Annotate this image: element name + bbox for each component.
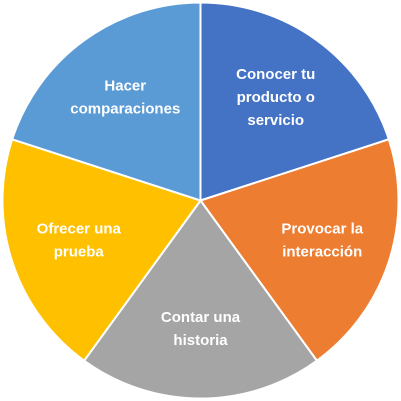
pie-slice-label-3: Ofrecer una prueba — [37, 221, 122, 261]
pie-slice-label-0: Conocer tu producto o servicio — [236, 66, 315, 129]
pie-slice-label-line: comparaciones — [70, 100, 180, 117]
pie-slice-label-2: Contar una historia — [161, 309, 241, 349]
pie-slice-2 — [82, 198, 319, 400]
pie-slice-label-4: Hacer comparaciones — [70, 77, 180, 117]
pie-slice-label-line: Provocar la — [281, 221, 363, 238]
pie-slice-label-line: prueba — [54, 244, 105, 261]
pie-slice-label-line: Ofrecer una — [37, 221, 122, 238]
pie-slice-3 — [1, 138, 203, 363]
pie-slice-1 — [198, 138, 400, 363]
pie-slice-label-line: Hacer — [104, 77, 146, 94]
pie-slice-4 — [10, 1, 202, 202]
pie-slice-label-line: producto o — [237, 89, 315, 106]
pie-slice-label-line: historia — [173, 332, 228, 349]
pie-slice-label-line: Conocer tu — [236, 66, 315, 83]
pie-slice-label-line: Contar una — [161, 309, 241, 326]
pie-slice-label-line: servicio — [247, 112, 304, 129]
pie-slice-0 — [199, 1, 391, 202]
pie-slice-label-line: interacción — [282, 244, 362, 261]
pie-slice-label-1: Provocar la interacción — [281, 221, 363, 261]
